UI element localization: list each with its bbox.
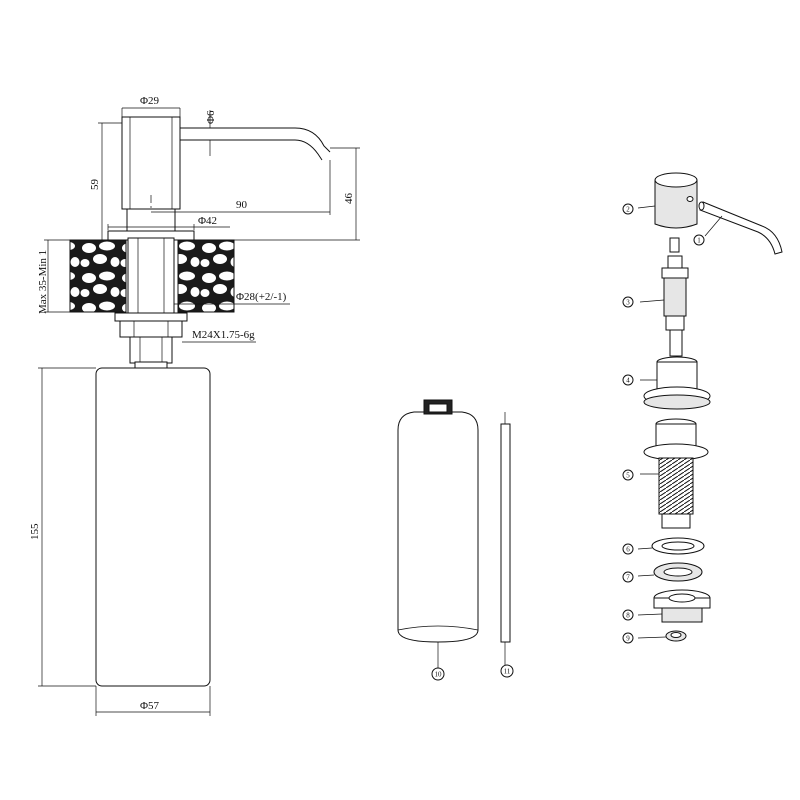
svg-text:7: 7 xyxy=(626,574,630,582)
callout-2: 2 xyxy=(622,203,634,215)
svg-text:4: 4 xyxy=(626,377,630,385)
part-nut xyxy=(637,589,711,623)
part-washer xyxy=(637,537,705,555)
svg-text:1: 1 xyxy=(697,237,701,245)
dim-spout-diameter: Φ6 xyxy=(205,110,217,124)
countertop-stone-right xyxy=(177,239,235,313)
callout-3: 3 xyxy=(622,296,634,308)
nut xyxy=(119,320,183,338)
part-head xyxy=(654,179,698,229)
svg-text:9: 9 xyxy=(626,635,630,643)
shank xyxy=(127,237,175,315)
svg-text:2: 2 xyxy=(626,206,630,214)
bottle-body xyxy=(397,411,479,643)
assembly-elevation xyxy=(69,116,331,687)
exploded-view xyxy=(637,172,783,642)
dim-bottle-height: 155 xyxy=(29,523,41,540)
part-connector xyxy=(637,630,687,642)
callout-11: 11 xyxy=(500,664,514,678)
countertop-stone-left xyxy=(69,239,127,313)
dim-head-diameter: Φ29 xyxy=(140,95,160,107)
part-spout xyxy=(699,201,783,255)
part-ring xyxy=(637,562,703,582)
pump-head xyxy=(121,116,181,210)
part-threaded-shank xyxy=(640,418,709,529)
svg-text:11: 11 xyxy=(504,668,511,676)
svg-text:6: 6 xyxy=(626,546,630,554)
callout-5: 5 xyxy=(622,469,634,481)
dimension-labels: Φ29 Φ6 59 90 46 Φ42 Max 35-Min 1 Φ28(+2/… xyxy=(29,95,355,712)
callout-4: 4 xyxy=(622,374,634,386)
dim-flange-diameter: Φ42 xyxy=(198,215,217,227)
dim-hole-diameter: Φ28(+2/-1) xyxy=(236,291,287,303)
svg-text:10: 10 xyxy=(435,671,443,679)
dim-thread-spec: M24X1.75-6g xyxy=(192,329,255,341)
callout-8: 8 xyxy=(622,609,634,621)
washer xyxy=(114,312,188,322)
dim-spout-length: 90 xyxy=(236,199,248,211)
svg-text:5: 5 xyxy=(626,472,630,480)
callout-6: 6 xyxy=(622,543,634,555)
bottle-and-tube xyxy=(397,399,511,668)
dim-countertop-thickness: Max 35-Min 1 xyxy=(37,250,49,314)
dim-spout-height: 46 xyxy=(343,193,355,205)
soap-bottle xyxy=(95,367,211,687)
suction-tube xyxy=(500,423,511,643)
callouts: 1 2 3 4 5 6 7 8 xyxy=(431,203,705,681)
svg-text:8: 8 xyxy=(626,612,630,620)
dim-head-height: 59 xyxy=(89,179,101,191)
part-flange-cap xyxy=(640,356,711,410)
dim-bottle-diameter: Φ57 xyxy=(140,700,160,712)
callout-1: 1 xyxy=(693,234,705,246)
part-pump xyxy=(639,255,689,357)
spout-tube xyxy=(180,127,331,161)
callout-10: 10 xyxy=(431,667,445,681)
dimension-lines xyxy=(38,107,360,716)
callout-9: 9 xyxy=(622,632,634,644)
svg-text:3: 3 xyxy=(626,299,630,307)
callout-7: 7 xyxy=(622,571,634,583)
